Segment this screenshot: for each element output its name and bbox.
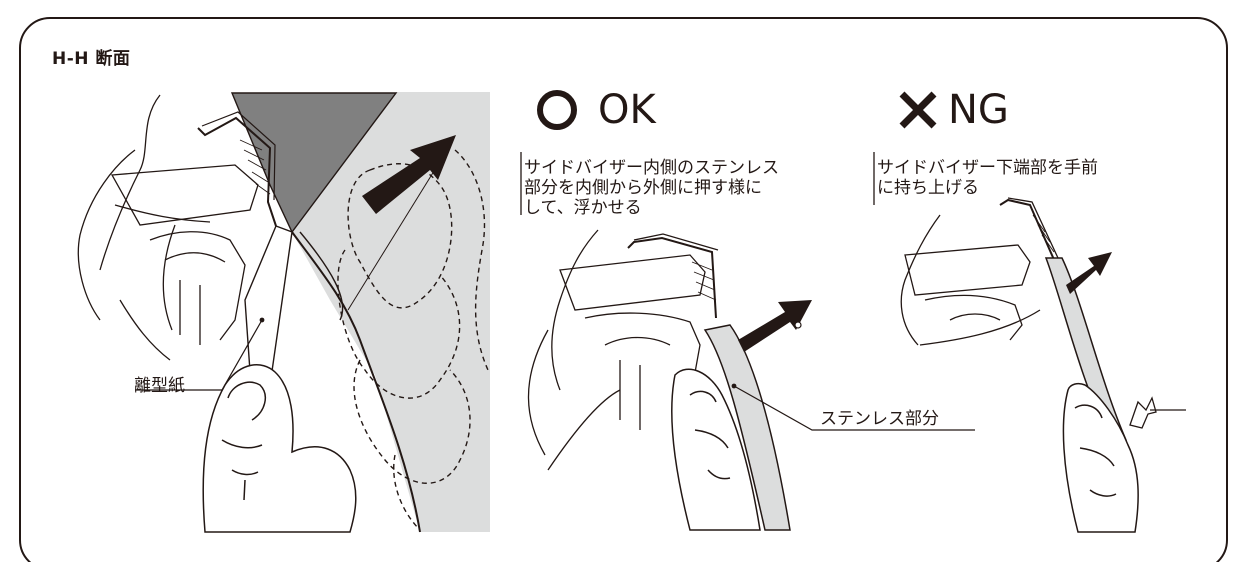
- ng-mark: [899, 91, 937, 129]
- ok-description-line: 部分を内側から外側に押す様に: [524, 178, 762, 198]
- ng-hand: [1062, 382, 1139, 533]
- cross-section-illustration: [230, 92, 490, 533]
- ng-heading: NG: [948, 87, 1009, 133]
- ok-hand: [671, 368, 761, 531]
- ng-illustration: [900, 197, 1059, 346]
- visor-panel: [292, 92, 490, 532]
- body-structure: [77, 94, 277, 361]
- ok-description-line: して、浮かせる: [524, 198, 642, 218]
- stainless-part-label: ステンレス部分: [820, 409, 939, 429]
- ok-heading: OK: [598, 87, 656, 133]
- ng-pinch-arrow-icon: [1129, 396, 1157, 429]
- ng-description-line: に持ち上げる: [877, 178, 979, 198]
- hand-illustration-left: [202, 364, 357, 533]
- release-paper-label: 離型紙: [134, 376, 185, 396]
- outer-frame: [19, 17, 1228, 566]
- ok-description-line: サイドバイザー内側のステンレス: [524, 158, 779, 178]
- ng-lift-arrow-icon: [1066, 252, 1112, 294]
- ok-mark: [537, 90, 577, 130]
- ok-push-arrow-icon: [738, 300, 812, 352]
- ok-arrow-dot: [794, 321, 802, 329]
- ok-visor-strip: [703, 324, 791, 531]
- ng-description-line: サイドバイザー下端部を手前: [877, 158, 1098, 178]
- ok-description: サイドバイザー内側のステンレス 部分を内側から外側に押す様に して、浮かせる: [524, 158, 779, 218]
- ok-illustration: [527, 229, 719, 471]
- section-title: H-H 断面: [52, 49, 131, 69]
- lift-arrow-icon: [362, 135, 456, 214]
- stainless-part-callout-line: [733, 385, 975, 431]
- ng-description: サイドバイザー下端部を手前 に持ち上げる: [877, 158, 1098, 198]
